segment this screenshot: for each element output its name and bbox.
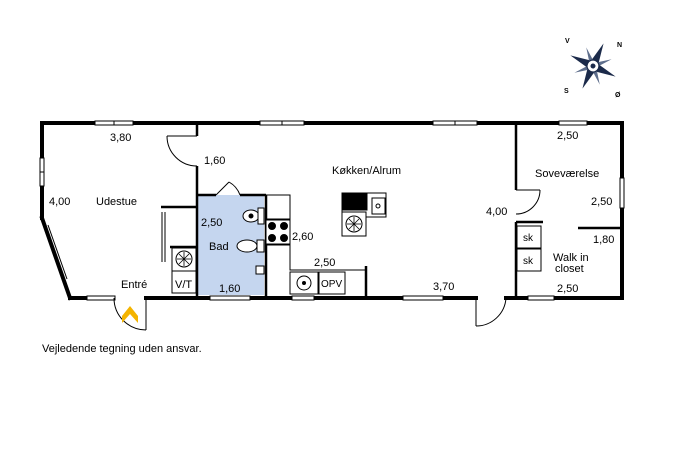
kitchen-counter-width: 2,50 bbox=[314, 257, 335, 269]
windows bbox=[39, 120, 625, 301]
kitchen-bottom-width: 3,70 bbox=[433, 281, 454, 293]
compass-rose-icon: N V S Ø bbox=[564, 38, 622, 99]
interior-walls bbox=[161, 123, 622, 298]
udestue-width: 3,80 bbox=[110, 132, 131, 144]
closet-shelf-label-1: sk bbox=[523, 233, 534, 244]
bedroom-depth: 2,50 bbox=[591, 196, 612, 208]
doors bbox=[113, 135, 541, 331]
closet-shelves bbox=[516, 225, 542, 272]
udestue-depth: 4,00 bbox=[49, 196, 70, 208]
kitchen-counter bbox=[265, 194, 366, 295]
bad-width: 1,60 bbox=[219, 283, 240, 295]
bay-window bbox=[43, 224, 68, 281]
udestue-name: Udestue bbox=[96, 196, 137, 208]
kitchen-island bbox=[341, 192, 387, 237]
compass-north: N bbox=[617, 42, 622, 49]
sliding-door bbox=[161, 212, 166, 262]
closet-shelf-label-2: sk bbox=[523, 256, 534, 267]
closet-name-line2: closet bbox=[555, 263, 584, 275]
closet-name-line1: Walk in bbox=[553, 252, 589, 264]
hall-width: 1,60 bbox=[204, 155, 225, 167]
compass-west: V bbox=[565, 38, 570, 45]
compass-east: Ø bbox=[615, 92, 621, 99]
kitchen-name: Køkken/Alrum bbox=[332, 165, 401, 177]
vt-unit bbox=[171, 247, 197, 294]
closet-depth: 1,80 bbox=[593, 234, 614, 246]
disclaimer-text: Vejledende tegning uden ansvar. bbox=[42, 343, 202, 355]
labels: 3,80 4,00 Udestue Entré V/T 1,60 2,50 Ba… bbox=[49, 130, 614, 295]
kitchen-counter-depth: 2,60 bbox=[292, 231, 313, 243]
entrance-arrow-icon bbox=[122, 306, 138, 323]
bad-depth: 2,50 bbox=[201, 217, 222, 229]
bedroom-width: 2,50 bbox=[557, 130, 578, 142]
kitchen-depth: 4,00 bbox=[486, 206, 507, 218]
vt-name: V/T bbox=[175, 279, 192, 291]
compass-south: S bbox=[564, 88, 569, 95]
closet-width: 2,50 bbox=[557, 283, 578, 295]
bedroom-name: Soveværelse bbox=[535, 168, 599, 180]
bathroom-fixtures bbox=[236, 207, 265, 275]
bad-name: Bad bbox=[209, 241, 229, 253]
opv-name: OPV bbox=[321, 279, 342, 290]
entre-name: Entré bbox=[121, 279, 147, 291]
